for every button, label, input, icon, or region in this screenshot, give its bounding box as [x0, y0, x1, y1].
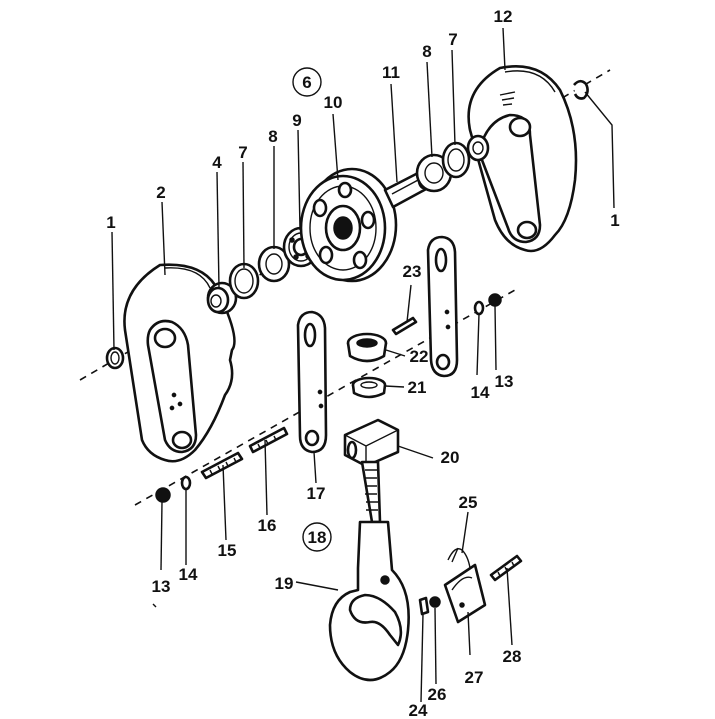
- callout-7-left: 7: [238, 143, 247, 162]
- callout-26: 26: [428, 685, 447, 704]
- circled-callout-18: 18: [302, 522, 332, 552]
- callout-14-right: 14: [471, 383, 490, 402]
- retaining-ring-left: [228, 262, 260, 300]
- circlip-right: [573, 79, 589, 100]
- callout-21: 21: [408, 378, 427, 397]
- callout-15: 15: [218, 541, 237, 560]
- latch-spring: [447, 547, 471, 569]
- link-plate-right: [426, 235, 459, 378]
- leader-lines: [111, 27, 615, 703]
- retaining-ring-right: [441, 141, 471, 179]
- hex-nut-22: [346, 332, 388, 363]
- callout-22: 22: [410, 347, 429, 366]
- callout-7-right: 7: [448, 30, 457, 49]
- callout-13-left: 13: [152, 577, 171, 596]
- spacer-rod-16: [248, 426, 289, 454]
- callout-25: 25: [459, 493, 478, 512]
- hook-block: [343, 418, 400, 468]
- pivot-pin-28: [489, 554, 523, 582]
- callout-12: 12: [494, 7, 513, 26]
- callout-8-right: 8: [422, 42, 431, 61]
- load-wheel: [299, 167, 398, 283]
- thrust-bearing-21: [351, 376, 387, 399]
- callout-18: 18: [308, 528, 327, 547]
- spring-washer-lower-left: [180, 475, 192, 491]
- callout-10: 10: [324, 93, 343, 112]
- right-side-plate: [466, 65, 578, 253]
- stray-mark: [152, 603, 157, 608]
- circled-callout-6: 6: [292, 67, 322, 97]
- lifting-hook: [328, 460, 410, 682]
- callout-11: 11: [382, 63, 400, 82]
- callout-14-left: 14: [179, 565, 198, 584]
- callout-20: 20: [441, 448, 460, 467]
- callout-9: 9: [292, 111, 301, 130]
- callout-1-left: 1: [106, 213, 115, 232]
- callout-8-left: 8: [268, 127, 277, 146]
- callout-2: 2: [156, 183, 165, 202]
- nut-26: [429, 596, 441, 608]
- nut-right: [488, 293, 502, 307]
- safety-latch: [443, 563, 487, 624]
- callout-13-right: 13: [495, 372, 514, 391]
- spacer-rod-15: [200, 451, 244, 480]
- callout-27: 27: [465, 668, 484, 687]
- nut-lower-left: [155, 487, 171, 503]
- pin-23: [391, 316, 418, 336]
- spring-pin-24: [418, 596, 430, 616]
- link-plate-middle: [296, 310, 328, 454]
- spring-washer-right: [473, 300, 485, 316]
- callout-6: 6: [302, 73, 311, 92]
- callout-19: 19: [275, 574, 294, 593]
- callout-4: 4: [212, 153, 222, 172]
- callout-23: 23: [403, 262, 422, 281]
- left-side-plate: [123, 263, 236, 463]
- callout-28: 28: [503, 647, 522, 666]
- bearing-left: [206, 281, 238, 315]
- callout-16: 16: [258, 516, 277, 535]
- callout-24: 24: [409, 701, 428, 719]
- callout-17: 17: [307, 484, 326, 503]
- circlip-left: [105, 346, 125, 370]
- callout-1-right: 1: [610, 211, 619, 230]
